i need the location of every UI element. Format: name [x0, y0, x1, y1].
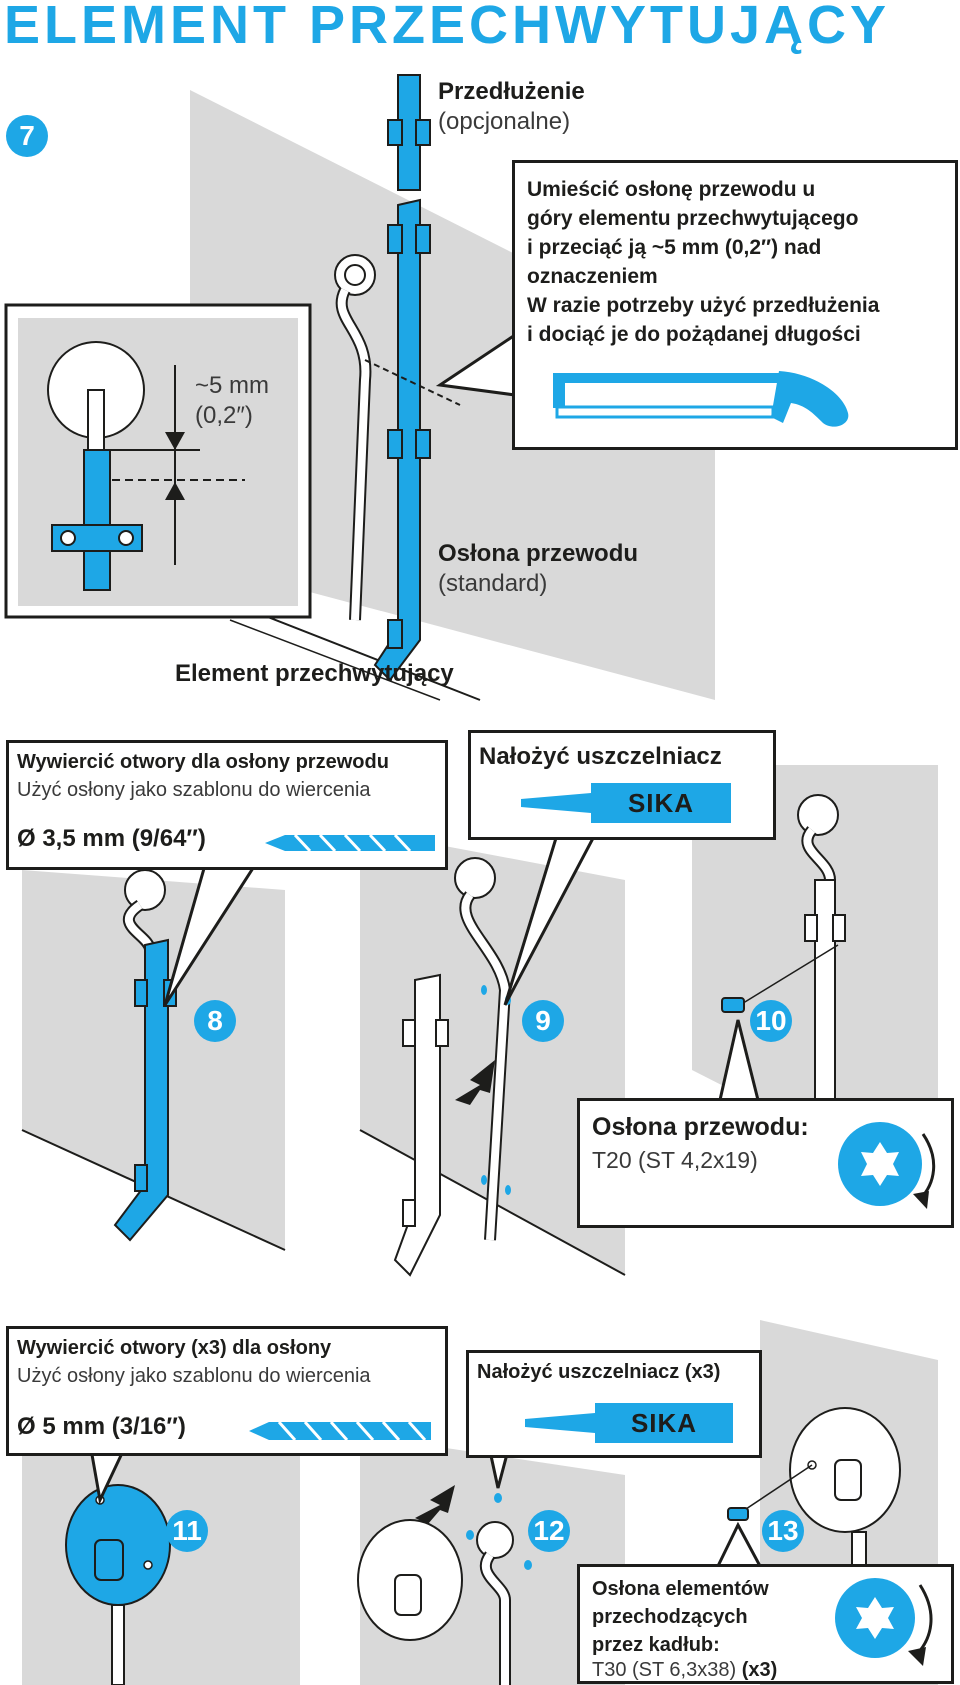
step8-instruction-box: Wywiercić otwory dla osłony przewodu Uży…	[6, 740, 448, 870]
step13-heading-line: Osłona elementów	[592, 1578, 769, 1600]
measure-inch: (0,2″)	[195, 402, 253, 429]
step10-instruction-box: Osłona przewodu: T20 (ST 4,2x19)	[577, 1098, 954, 1228]
step10-heading: Osłona przewodu:	[592, 1113, 809, 1141]
interceptor-label: Element przechwytujący	[175, 660, 454, 687]
step9-wall	[359, 830, 626, 1277]
step11-sub: Użyć osłony jako szablonu do wiercenia	[17, 1365, 371, 1387]
step11-instruction-box: Wywiercić otwory (x3) dla osłony Użyć os…	[6, 1326, 448, 1456]
step12-wall	[357, 1435, 625, 1685]
step9-instruction-box: Nałożyć uszczelniacz SIKA	[468, 730, 776, 840]
sika-label: SIKA	[591, 783, 731, 823]
step8-wall	[21, 869, 286, 1251]
step7-detail-inset	[4, 303, 312, 619]
instruction-line: oznaczeniem	[527, 265, 658, 288]
torx-icon	[838, 1122, 936, 1209]
step9-heading: Nałożyć uszczelniacz	[479, 743, 722, 770]
hacksaw-icon	[553, 371, 849, 427]
measure-5mm: ~5 mm	[195, 372, 270, 399]
step-7-number: 7	[6, 115, 48, 157]
step7-cable-cover-part	[364, 198, 461, 682]
step12-heading: Nałożyć uszczelniacz (x3)	[477, 1361, 721, 1383]
step-12-number: 12	[528, 1510, 570, 1552]
instruction-line: i przeciąć ją ~5 mm (0,2″) nad	[527, 236, 822, 259]
instruction-line: Umieścić osłonę przewodu u	[527, 178, 816, 201]
step7-instruction-box: Umieścić osłonę przewodu u góry elementu…	[512, 160, 958, 450]
step7-extension-part	[387, 74, 431, 191]
extension-sub-label: (opcjonalne)	[438, 108, 571, 135]
page-title: ELEMENT PRZECHWYTUJĄCY	[4, 0, 891, 55]
instruction-line: W razie potrzeby użyć przedłużenia	[527, 294, 880, 317]
step8-drill-size: Ø 3,5 mm (9/64″)	[17, 825, 206, 852]
step7-cable	[334, 254, 376, 621]
drill-bit-icon	[249, 1421, 431, 1441]
step13-heading-line: przez kadłub:	[592, 1634, 720, 1656]
step11-heading: Wywiercić otwory (x3) dla osłony	[17, 1337, 332, 1359]
step12-instruction-box: Nałożyć uszczelniacz (x3) SIKA	[466, 1350, 762, 1458]
step13-spec: T30 (ST 6,3x38)	[592, 1659, 737, 1681]
step-9-number: 9	[522, 1000, 564, 1042]
step-13-number: 13	[762, 1510, 804, 1552]
sealant-nozzle-icon	[525, 1403, 615, 1443]
step8-heading: Wywiercić otwory dla osłony przewodu	[17, 751, 389, 773]
step-8-number: 8	[194, 1000, 236, 1042]
cable-cover-sub-label: (standard)	[438, 570, 548, 597]
step10-spec: T20 (ST 4,2x19)	[592, 1147, 758, 1173]
step11-wall	[22, 1440, 300, 1685]
step8-sub: Użyć osłony jako szablonu do wiercenia	[17, 779, 371, 801]
sealant-nozzle-icon	[521, 783, 611, 823]
instruction-line: i dociąć je do pożądanej długości	[527, 323, 861, 346]
step11-drill-size: Ø 5 mm (3/16″)	[17, 1413, 186, 1440]
step-10-number: 10	[750, 1000, 792, 1042]
sika-label: SIKA	[595, 1403, 733, 1443]
step13-instruction-box: Osłona elementów przechodzących przez ka…	[577, 1564, 954, 1684]
cable-cover-label: Osłona przewodu	[438, 540, 639, 567]
step7-wall	[190, 90, 715, 701]
instruction-line: góry elementu przechwytującego	[527, 207, 859, 230]
step13-quantity: (x3)	[741, 1659, 778, 1681]
step-11-number: 11	[166, 1510, 208, 1552]
torx-icon	[835, 1578, 933, 1666]
drill-bit-icon	[265, 833, 435, 853]
extension-label: Przedłużenie	[438, 78, 585, 105]
step13-heading-line: przechodzących	[592, 1606, 748, 1628]
